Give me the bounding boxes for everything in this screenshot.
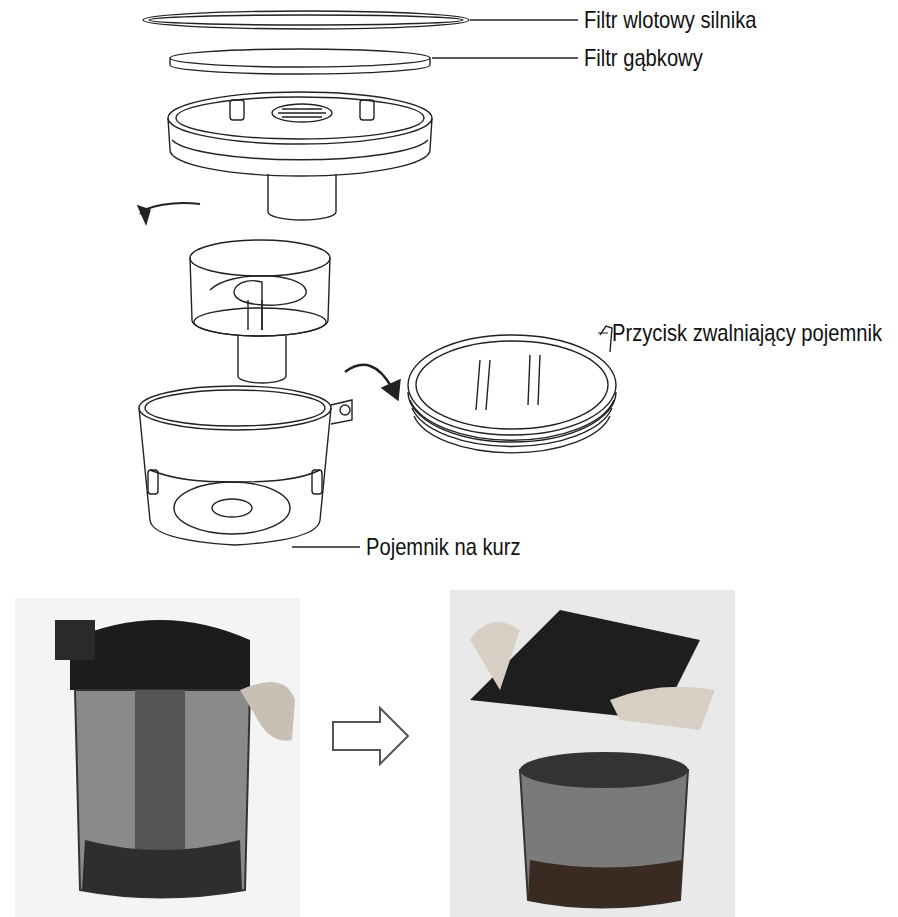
- callout-label: Filtr gąbkowy: [584, 43, 703, 73]
- callout-label: Pojemnik na kurz: [366, 532, 521, 562]
- callout-label: Przycisk zwalniający pojemnik: [612, 318, 882, 348]
- callout-label: Filtr wlotowy silnika: [584, 5, 757, 35]
